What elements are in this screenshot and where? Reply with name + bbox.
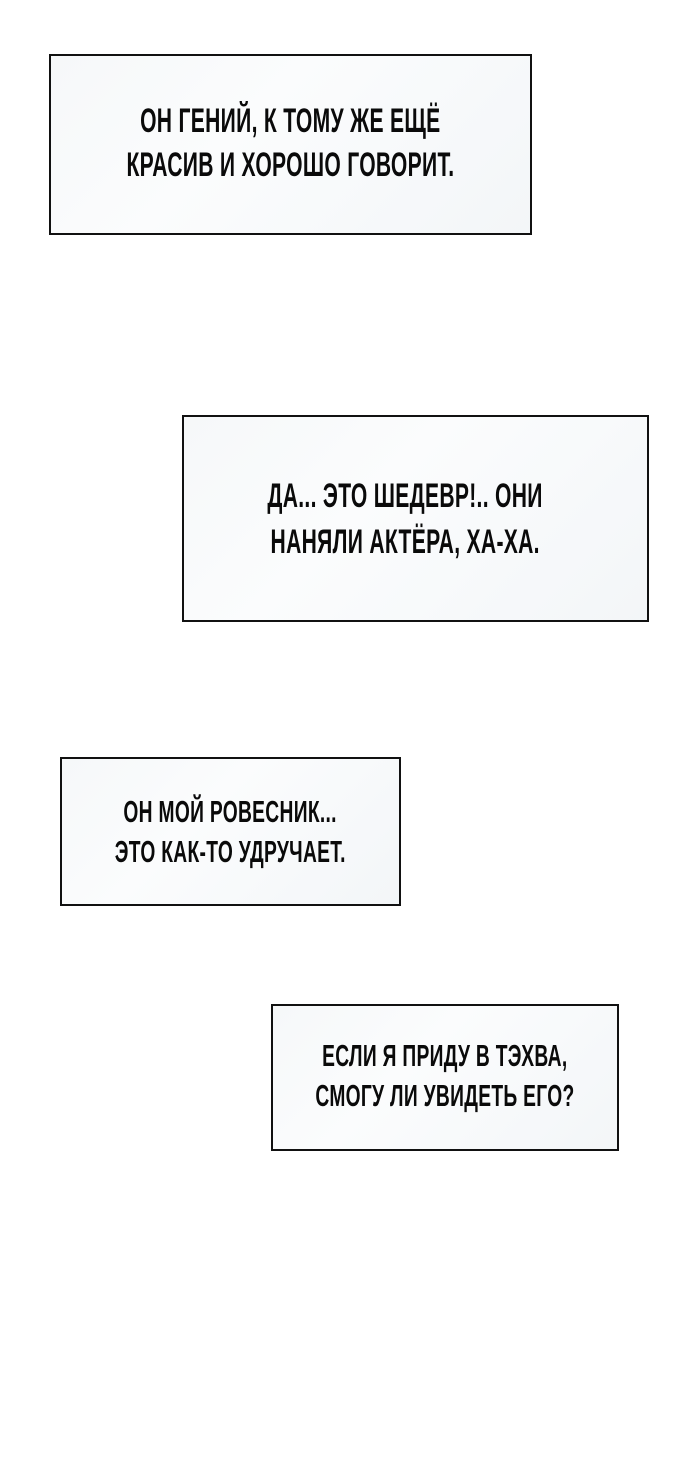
caption-line: ОН МОЙ РОВЕСНИК... bbox=[123, 793, 338, 829]
caption-line: ЭТО КАК-ТО УДРУЧАЕТ. bbox=[114, 833, 347, 869]
caption-text: ДА... ЭТО ШЕДЕВР!.. ОНИ НАНЯЛИ АКТЁРА, Х… bbox=[183, 473, 627, 565]
caption-text: ЕСЛИ Я ПРИДУ В ТЭХВА, СМОГУ ЛИ УВИДЕТЬ Е… bbox=[236, 1036, 654, 1116]
caption-box-peer: ОН МОЙ РОВЕСНИК... ЭТО КАК-ТО УДРУЧАЕТ. bbox=[60, 757, 401, 906]
caption-box-taehwa: ЕСЛИ Я ПРИДУ В ТЭХВА, СМОГУ ЛИ УВИДЕТЬ Е… bbox=[271, 1004, 619, 1151]
caption-box-masterpiece: ДА... ЭТО ШЕДЕВР!.. ОНИ НАНЯЛИ АКТЁРА, Х… bbox=[182, 415, 649, 622]
caption-line: ОН ГЕНИЙ, К ТОМУ ЖЕ ЕЩЁ bbox=[140, 101, 441, 140]
caption-line: НАНЯЛИ АКТЁРА, ХА-ХА. bbox=[270, 522, 541, 561]
caption-text: ОН МОЙ РОВЕСНИК... ЭТО КАК-ТО УДРУЧАЕТ. bbox=[44, 792, 417, 872]
caption-line: ЕСЛИ Я ПРИДУ В ТЭХВА, bbox=[322, 1037, 568, 1073]
caption-text: ОН ГЕНИЙ, К ТОМУ ЖЕ ЕЩЁ КРАСИВ И ХОРОШО … bbox=[26, 99, 555, 187]
caption-box-genius: ОН ГЕНИЙ, К ТОМУ ЖЕ ЕЩЁ КРАСИВ И ХОРОШО … bbox=[49, 54, 532, 235]
caption-line: СМОГУ ЛИ УВИДЕТЬ ЕГО? bbox=[315, 1077, 575, 1113]
caption-line: КРАСИВ И ХОРОШО ГОВОРИТ. bbox=[126, 145, 455, 184]
caption-line: ДА... ЭТО ШЕДЕВР!.. ОНИ bbox=[267, 476, 544, 515]
